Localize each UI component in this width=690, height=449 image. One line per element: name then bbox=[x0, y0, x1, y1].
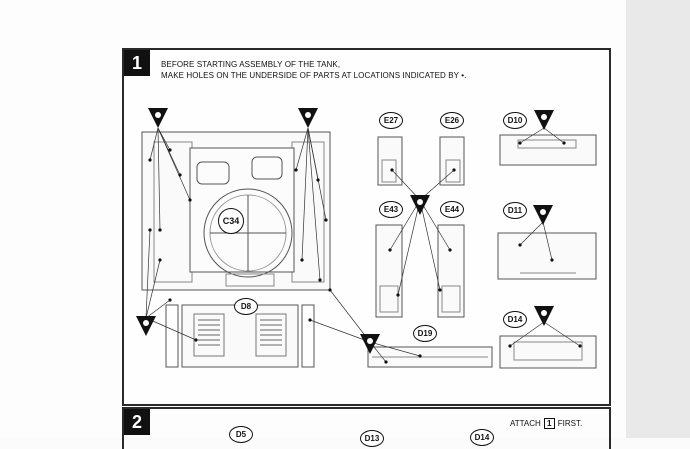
step-2-panel bbox=[122, 407, 611, 449]
drill-marker-icon-7 bbox=[533, 205, 553, 225]
c34-turret-ring bbox=[203, 188, 293, 278]
drill-marker-icon-6 bbox=[534, 110, 554, 130]
attach-prefix: ATTACH bbox=[510, 419, 541, 428]
part-label-d8: D8 bbox=[234, 298, 258, 315]
c34-hatch-left bbox=[196, 161, 230, 185]
part-label-e44: E44 bbox=[440, 201, 464, 218]
drill-marker-icon-1 bbox=[148, 108, 168, 128]
part-label-e27: E27 bbox=[379, 112, 403, 129]
part-label-d5: D5 bbox=[229, 426, 253, 443]
part-label-d19: D19 bbox=[413, 325, 437, 342]
part-label-c34: C34 bbox=[218, 208, 244, 234]
part-label-e43: E43 bbox=[379, 201, 403, 218]
drill-marker-icon-4 bbox=[360, 334, 380, 354]
drill-marker-icon-8 bbox=[534, 306, 554, 326]
part-label-d10: D10 bbox=[503, 112, 527, 129]
assembly-diagram bbox=[136, 108, 597, 369]
attach-step-ref: 1 bbox=[544, 418, 555, 429]
attach-note: ATTACH 1 FIRST. bbox=[510, 418, 582, 429]
step-1-number: 1 bbox=[124, 50, 150, 76]
drill-marker-icon-3 bbox=[136, 316, 156, 336]
part-label-d11: D11 bbox=[503, 202, 527, 219]
drill-marker-icon-2 bbox=[298, 108, 318, 128]
attach-suffix: FIRST. bbox=[557, 419, 583, 428]
part-d11-outline bbox=[497, 232, 597, 280]
part-d14-outline bbox=[499, 335, 597, 369]
part-label-e26: E26 bbox=[440, 112, 464, 129]
step-2-number: 2 bbox=[124, 409, 150, 435]
instruction-line-2: MAKE HOLES ON THE UNDERSIDE OF PARTS AT … bbox=[161, 71, 467, 80]
part-label-d14: D14 bbox=[503, 311, 527, 328]
drill-marker-icon-5 bbox=[410, 195, 430, 215]
instruction-line-1: BEFORE STARTING ASSEMBLY OF THE TANK, bbox=[161, 60, 341, 69]
step-1-instructions: BEFORE STARTING ASSEMBLY OF THE TANK, MA… bbox=[161, 59, 467, 81]
page-margin bbox=[626, 0, 690, 438]
part-label-d13: D13 bbox=[360, 430, 384, 447]
part-d8-outline bbox=[181, 304, 299, 368]
c34-hatch-right bbox=[251, 156, 283, 180]
